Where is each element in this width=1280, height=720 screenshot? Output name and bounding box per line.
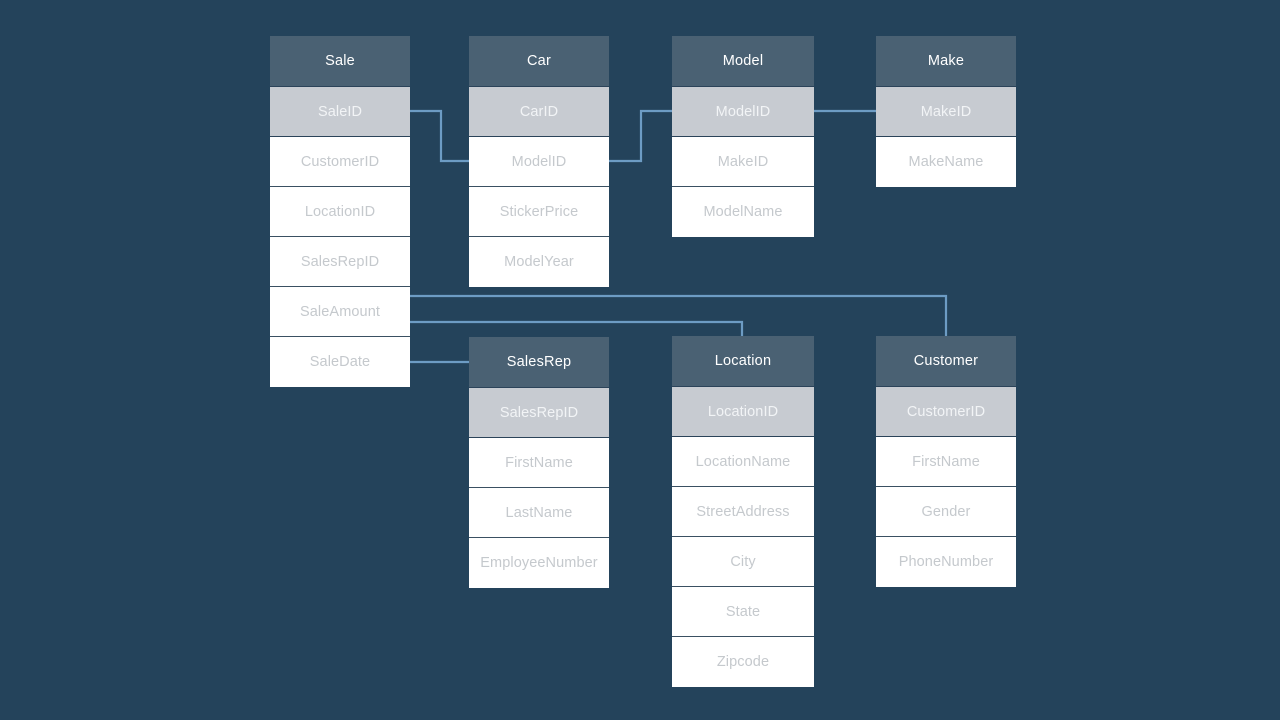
- field-row-car-modelyear[interactable]: ModelYear: [469, 237, 609, 287]
- field-row-customer-firstname[interactable]: FirstName: [876, 437, 1016, 487]
- field-row-location-locationid[interactable]: LocationID: [672, 387, 814, 437]
- field-row-sale-saleid[interactable]: SaleID: [270, 87, 410, 137]
- relationship-line-car-to-model: [609, 109, 672, 163]
- field-row-car-stickerprice[interactable]: StickerPrice: [469, 187, 609, 237]
- field-row-location-city[interactable]: City: [672, 537, 814, 587]
- entity-title-location: Location: [672, 336, 814, 387]
- field-row-salesrep-firstname[interactable]: FirstName: [469, 438, 609, 488]
- field-row-model-makeid[interactable]: MakeID: [672, 137, 814, 187]
- field-row-model-modelname[interactable]: ModelName: [672, 187, 814, 237]
- field-row-location-locationname[interactable]: LocationName: [672, 437, 814, 487]
- field-row-make-makename[interactable]: MakeName: [876, 137, 1016, 187]
- field-row-salesrep-lastname[interactable]: LastName: [469, 488, 609, 538]
- field-row-sale-salesrepid[interactable]: SalesRepID: [270, 237, 410, 287]
- entity-title-customer: Customer: [876, 336, 1016, 387]
- entity-title-salesrep: SalesRep: [469, 337, 609, 388]
- field-row-sale-saleamount[interactable]: SaleAmount: [270, 287, 410, 337]
- field-row-model-modelid[interactable]: ModelID: [672, 87, 814, 137]
- field-row-sale-locationid[interactable]: LocationID: [270, 187, 410, 237]
- field-row-salesrep-salesrepid[interactable]: SalesRepID: [469, 388, 609, 438]
- field-row-car-modelid[interactable]: ModelID: [469, 137, 609, 187]
- entity-title-model: Model: [672, 36, 814, 87]
- field-row-customer-customerid[interactable]: CustomerID: [876, 387, 1016, 437]
- field-row-car-carid[interactable]: CarID: [469, 87, 609, 137]
- entity-title-make: Make: [876, 36, 1016, 87]
- entity-title-car: Car: [469, 36, 609, 87]
- field-row-salesrep-employeenumber[interactable]: EmployeeNumber: [469, 538, 609, 588]
- field-row-make-makeid[interactable]: MakeID: [876, 87, 1016, 137]
- field-row-location-state[interactable]: State: [672, 587, 814, 637]
- field-row-customer-phonenumber[interactable]: PhoneNumber: [876, 537, 1016, 587]
- field-row-location-zipcode[interactable]: Zipcode: [672, 637, 814, 687]
- field-row-sale-saledate[interactable]: SaleDate: [270, 337, 410, 387]
- relationship-line-sale-to-location: [410, 320, 744, 336]
- entity-title-sale: Sale: [270, 36, 410, 87]
- relationship-line-sale-to-car: [410, 109, 470, 163]
- field-row-sale-customerid[interactable]: CustomerID: [270, 137, 410, 187]
- field-row-customer-gender[interactable]: Gender: [876, 487, 1016, 537]
- field-row-location-streetaddress[interactable]: StreetAddress: [672, 487, 814, 537]
- relationship-line-sale-to-customer: [410, 294, 948, 337]
